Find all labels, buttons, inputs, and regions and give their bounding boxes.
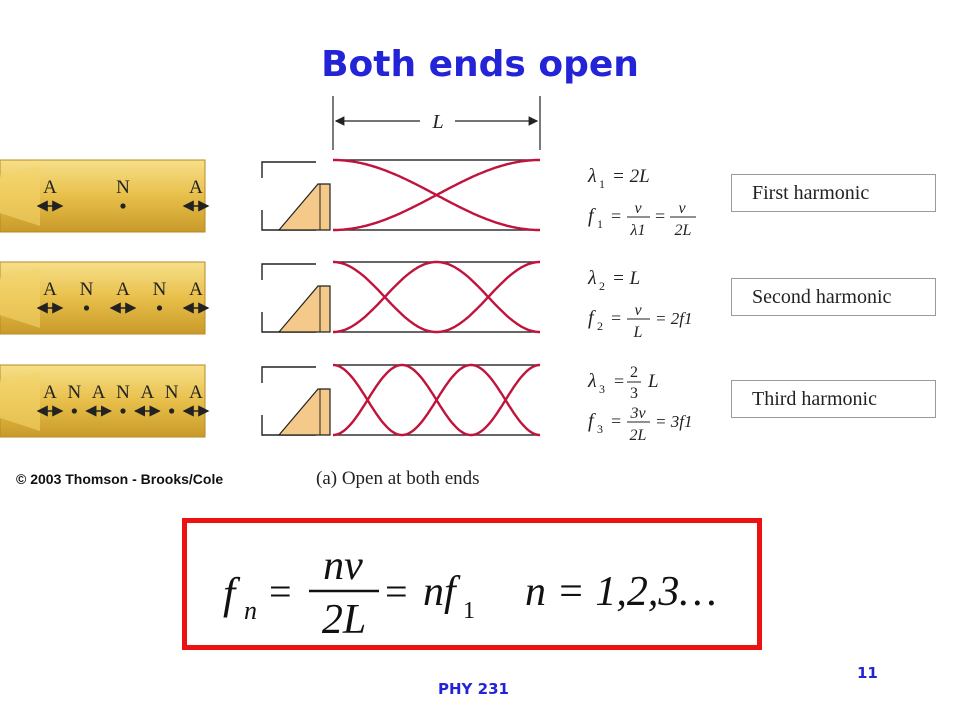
pipe-mouth-1 (0, 166, 40, 226)
node-label-n: N (80, 279, 94, 300)
standing-wave-upper (333, 260, 540, 334)
node-dot (83, 305, 90, 311)
frequency-equals: = (611, 411, 621, 431)
frequency-denominator: 2L (630, 427, 647, 444)
frequency-equals: = (611, 206, 621, 226)
frequency-denominator: λ1 (630, 222, 646, 239)
frequency-subscript: 2 (597, 319, 603, 333)
pipe-mouth-2 (0, 268, 40, 328)
formula-rhs: nf (423, 569, 461, 615)
node-dot (71, 408, 77, 414)
node-label-a: A (140, 382, 154, 403)
node-dot (120, 203, 126, 209)
node-label-a: A (43, 177, 57, 198)
frequency-symbol: f (588, 205, 596, 227)
pipe-illustration-1 (0, 159, 206, 233)
frequency-result: = 2f1 (655, 309, 692, 328)
formula-eq-2: = (385, 569, 408, 614)
formula-equation: f n = nv 2L = nf 1 n = 1,2,3… (223, 543, 717, 643)
wavelength-symbol: λ (587, 165, 597, 187)
source-bracket-top (261, 366, 316, 383)
wavelength-subscript: 3 (599, 382, 605, 396)
wavelength-frac-den: 3 (630, 385, 638, 402)
formula-n-values: n = 1,2,3… (525, 569, 717, 615)
standing-wave-lower (333, 158, 540, 232)
frequency-denominator-2: 2L (675, 222, 692, 239)
speaker-horn (277, 388, 331, 436)
frequency-numerator: v (634, 302, 642, 319)
wavelength-symbol: λ (587, 370, 597, 392)
pipe-mouth-3 (0, 371, 40, 431)
frequency-result: = 3f1 (655, 412, 692, 431)
frequency-denominator: L (633, 324, 643, 341)
node-dot (156, 305, 163, 311)
formula-den: 2L (322, 597, 366, 643)
formula-num: nv (323, 543, 363, 589)
node-label-n: N (67, 382, 81, 403)
source-bracket-top (261, 263, 316, 280)
slide-title: Both ends open (321, 44, 639, 85)
third-harmonic-label: Third harmonic (731, 380, 936, 418)
wavelength-value: L (647, 371, 659, 392)
frequency-equals: = (611, 308, 621, 328)
standing-wave-lower (333, 260, 540, 334)
second-harmonic-label: Second harmonic (731, 278, 936, 316)
node-label-n: N (116, 177, 130, 198)
speaker-horn (277, 183, 331, 231)
node-dot (169, 408, 175, 414)
frequency-symbol: f (588, 410, 596, 432)
node-label-a: A (189, 177, 203, 198)
node-label-a: A (43, 382, 57, 403)
first-harmonic-label: First harmonic (731, 174, 936, 212)
figure-caption: (a) Open at both ends (316, 468, 480, 489)
formula-f-sub: n (244, 596, 257, 625)
node-label-a: A (92, 382, 106, 403)
pipe-illustration-2 (0, 261, 206, 335)
source-bracket-top (261, 161, 316, 178)
node-label-n: N (153, 279, 167, 300)
formula-box: f n = nv 2L = nf 1 n = 1,2,3… (182, 518, 762, 650)
node-dot (120, 408, 126, 414)
wavelength-equals: = (614, 371, 624, 391)
wavelength-symbol: λ (587, 267, 597, 289)
speaker-horn (277, 285, 331, 333)
frequency-subscript: 3 (597, 422, 603, 436)
frequency-numerator-2: v (678, 200, 686, 217)
length-label: L (431, 111, 443, 133)
frequency-symbol: f (588, 307, 596, 329)
node-label-a: A (43, 279, 57, 300)
formula-f: f (223, 569, 241, 618)
pipe-illustration-3 (0, 364, 206, 438)
node-label-a: A (189, 279, 203, 300)
page-number: 11 (857, 664, 878, 682)
standing-wave-lower (332, 363, 541, 437)
frequency-numerator: 3v (629, 405, 646, 422)
wavelength-subscript: 2 (599, 279, 605, 293)
wavelength-frac-num: 2 (630, 364, 638, 381)
wavelength-subscript: 1 (599, 177, 605, 191)
node-label-n: N (116, 382, 130, 403)
wavelength-value: = 2L (612, 166, 650, 187)
node-label-a: A (116, 279, 130, 300)
formula-eq-1: = (269, 569, 292, 614)
wavelength-value: = L (612, 268, 640, 289)
node-label-n: N (165, 382, 179, 403)
course-label: PHY 231 (438, 680, 509, 698)
copyright-text: © 2003 Thomson - Brooks/Cole (16, 471, 224, 487)
frequency-numerator: v (634, 200, 642, 217)
formula-rhs-sub: 1 (463, 598, 475, 624)
node-label-a: A (189, 382, 203, 403)
frequency-equals-2: = (655, 206, 665, 226)
frequency-subscript: 1 (597, 217, 603, 231)
